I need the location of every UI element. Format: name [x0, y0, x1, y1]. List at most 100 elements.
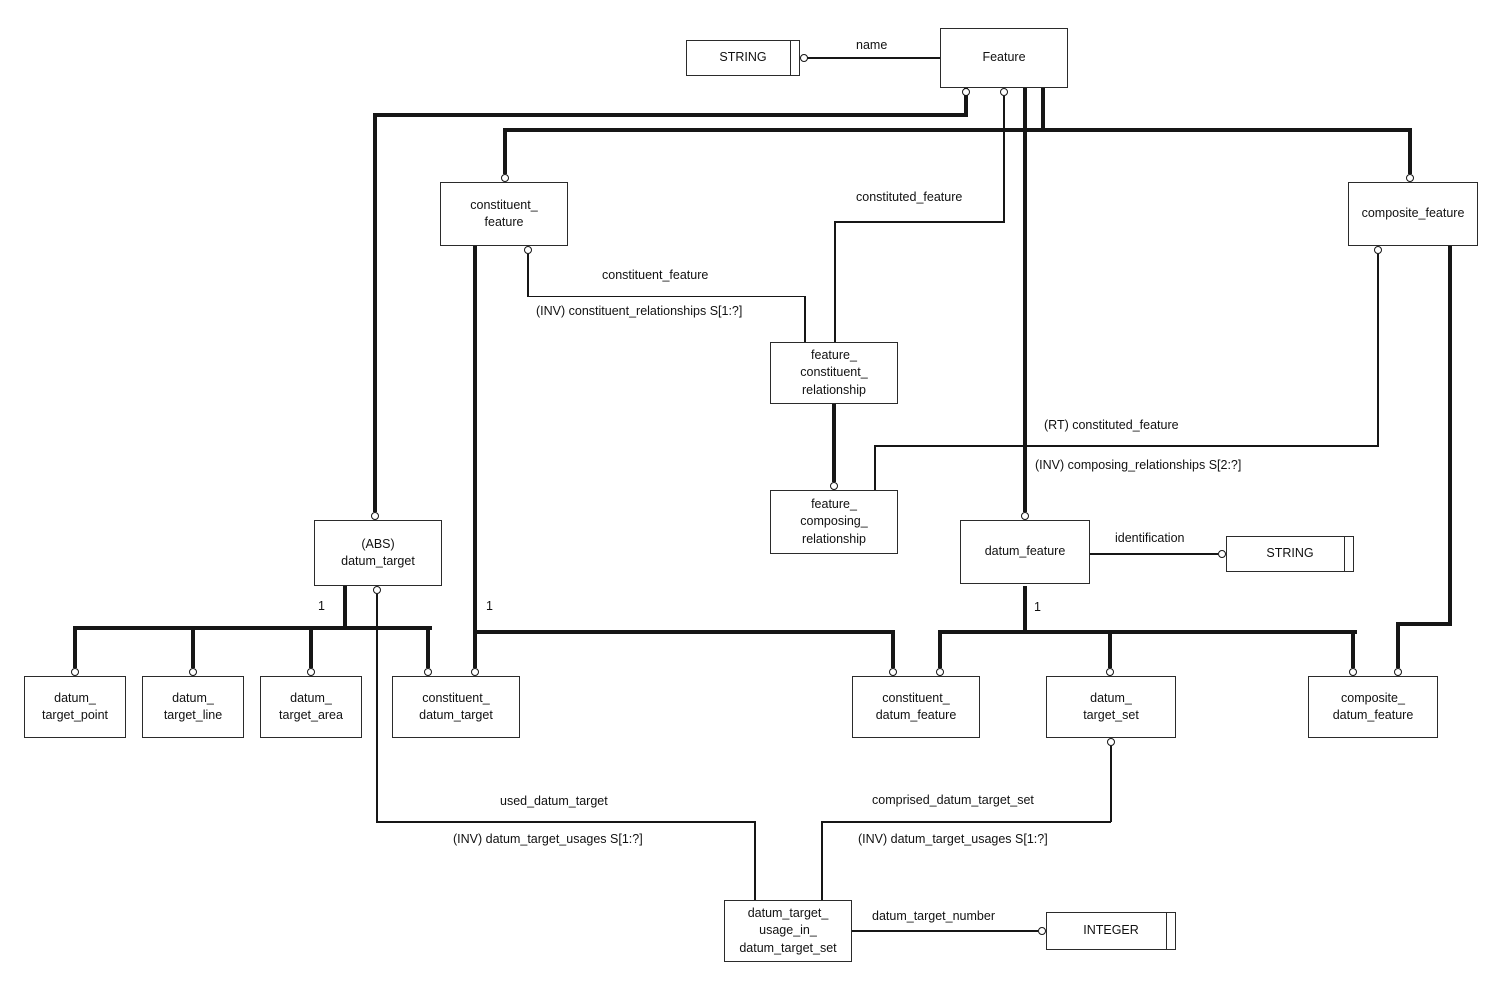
- circle-compositefeature-top: [1406, 174, 1414, 182]
- subtype-bus-datumtarget-h: [73, 626, 432, 630]
- subtype-bus-datumtarget-riser: [343, 586, 347, 630]
- circle-datumtargetline-top: [189, 668, 197, 676]
- circle-datumfeature-top: [1021, 512, 1029, 520]
- subtype-line-feature-datumtarget-riser: [964, 88, 968, 117]
- subtype-line-feature-datumtarget-v: [373, 113, 377, 512]
- edge-label-inv-datum-target-usages-right: (INV) datum_target_usages S[1:?]: [858, 832, 1048, 846]
- node-string-identification: STRING: [1226, 536, 1354, 572]
- circle-constituentdatumtarget-top-right: [471, 668, 479, 676]
- edge-label-used-datum-target: used_datum_target: [500, 794, 608, 808]
- cardinality-datum-feature: 1: [1034, 600, 1041, 614]
- subtype-drop-constituentdatumtarget-left: [426, 630, 430, 668]
- node-feature-constituent-relationship: feature_ constituent_ relationship: [770, 342, 898, 404]
- circle-constituentdatumtarget-top-left: [424, 668, 432, 676]
- edge-label-datum-target-number: datum_target_number: [872, 909, 995, 923]
- attr-line-rtconstitutedfeature-v2: [874, 445, 876, 490]
- edge-label-identification: identification: [1115, 531, 1185, 545]
- node-datum-target: (ABS) datum_target: [314, 520, 442, 586]
- node-constituent-datum-target: constituent_ datum_target: [392, 676, 520, 738]
- attr-line-rtconstitutedfeature-v1: [1377, 254, 1379, 446]
- subtype-drop-datumtargetset: [1108, 630, 1112, 668]
- attr-line-name: [807, 57, 940, 59]
- circle-compositedatumfeature-top-left: [1349, 668, 1357, 676]
- attr-line-compriseddts-h: [821, 821, 1111, 823]
- circle-compositedatumfeature-top-right: [1394, 668, 1402, 676]
- circle-constituentfeature-top: [501, 174, 509, 182]
- attr-line-identification: [1090, 553, 1218, 555]
- attr-line-compriseddts-v1: [1110, 746, 1112, 822]
- attr-line-rtconstitutedfeature-h: [874, 445, 1379, 447]
- node-string-name: STRING: [686, 40, 800, 76]
- node-datum-target-point: datum_ target_point: [24, 676, 126, 738]
- node-constituent-datum-feature: constituent_ datum_feature: [852, 676, 980, 738]
- attr-line-useddatumtarget-v2: [754, 821, 756, 900]
- edge-label-constituent-feature: constituent_feature: [602, 268, 709, 282]
- attr-line-constitutedfeature-v1: [1003, 96, 1005, 222]
- subtype-line-feature-datumfeature: [1023, 88, 1027, 512]
- node-datum-target-usage: datum_target_ usage_in_ datum_target_set: [724, 900, 852, 962]
- node-feature: Feature: [940, 28, 1068, 88]
- attr-line-datumtargetnumber: [852, 930, 1038, 932]
- subtype-bus-datumfeature-h: [938, 630, 1357, 634]
- circle-feature-bottom-left: [962, 88, 970, 96]
- attr-line-useddatumtarget-v1: [376, 594, 378, 822]
- circle-constituentdatumfeature-top-left: [889, 668, 897, 676]
- node-datum-target-line: datum_ target_line: [142, 676, 244, 738]
- subtype-line-fcr-fcomposing: [832, 404, 836, 482]
- circle-datumtarget-bottom: [373, 586, 381, 594]
- node-datum-target-area: datum_ target_area: [260, 676, 362, 738]
- subtype-line-constituentfeature-drop: [503, 128, 507, 174]
- subtype-drop-datumtargetpoint: [73, 626, 77, 668]
- subtype-drop-datumtargetarea: [309, 630, 313, 668]
- subtype-line-compositefeature-drop: [1408, 128, 1412, 174]
- circle-constituentdatumfeature-top-right: [936, 668, 944, 676]
- node-constituent-feature: constituent_ feature: [440, 182, 568, 246]
- cardinality-constituent-feature: 1: [486, 599, 493, 613]
- circle-datumtargetpoint-top: [71, 668, 79, 676]
- node-integer: INTEGER: [1046, 912, 1176, 950]
- subtype-drop-constituentdatumfeature-left: [891, 630, 895, 668]
- circle-datumtarget-top: [371, 512, 379, 520]
- edge-label-comprised-datum-target-set: comprised_datum_target_set: [872, 793, 1034, 807]
- circle-datumtargetarea-top: [307, 668, 315, 676]
- circle-constituentfeature-bottom: [524, 246, 532, 254]
- edge-label-name: name: [856, 38, 888, 52]
- edge-label-constituted-feature: constituted_feature: [856, 190, 963, 204]
- circle-fcomposing-top: [830, 482, 838, 490]
- subtype-drop-datumtargetline: [191, 630, 195, 668]
- attr-line-useddatumtarget-h: [376, 821, 756, 823]
- node-datum-target-set: datum_ target_set: [1046, 676, 1176, 738]
- subtype-drop-constituentdatumfeature-right: [938, 630, 942, 668]
- attr-line-compriseddts-v2: [821, 821, 823, 900]
- edge-label-inv-composing-relationships: (INV) composing_relationships S[2:?]: [1035, 458, 1242, 472]
- node-datum-feature: datum_feature: [960, 520, 1090, 584]
- attr-line-constituentfeature-v2: [804, 296, 806, 342]
- subtype-line-feature-bus-riser: [1041, 88, 1045, 132]
- node-feature-composing-relationship: feature_ composing_ relationship: [770, 490, 898, 554]
- circle-string-name-end: [800, 54, 808, 62]
- circle-datumtargetset-bottom: [1107, 738, 1115, 746]
- subtype-bus-datumfeature-riser: [1023, 586, 1027, 634]
- subtype-drop-compositedatumfeature-left: [1351, 630, 1355, 668]
- attr-line-constituentfeature-h: [527, 295, 806, 297]
- attr-line-constitutedfeature-h: [834, 221, 1005, 223]
- subtype-bus-constituentfeature-h: [473, 630, 895, 634]
- subtype-drop-compositedatumfeature-right: [1396, 622, 1400, 668]
- circle-string-identification-end: [1218, 550, 1226, 558]
- edge-label-inv-datum-target-usages-left: (INV) datum_target_usages S[1:?]: [453, 832, 643, 846]
- subtype-line-feature-bus-h: [503, 128, 1412, 132]
- circle-integer-end: [1038, 927, 1046, 935]
- node-composite-datum-feature: composite_ datum_feature: [1308, 676, 1438, 738]
- circle-compositefeature-bottom: [1374, 246, 1382, 254]
- subtype-bus-constituentfeature-riser: [473, 246, 477, 668]
- subtype-line-feature-datumtarget-h: [373, 113, 968, 117]
- cardinality-datum-target: 1: [318, 599, 325, 613]
- circle-feature-bottom-attr: [1000, 88, 1008, 96]
- attr-line-constituentfeature-v1: [527, 254, 529, 297]
- subtype-bus-compositefeature-riser: [1448, 246, 1452, 626]
- edge-label-rt-constituted-feature: (RT) constituted_feature: [1044, 418, 1179, 432]
- circle-datumtargetset-top: [1106, 668, 1114, 676]
- subtype-bus-compositefeature-h: [1396, 622, 1452, 626]
- node-composite-feature: composite_feature: [1348, 182, 1478, 246]
